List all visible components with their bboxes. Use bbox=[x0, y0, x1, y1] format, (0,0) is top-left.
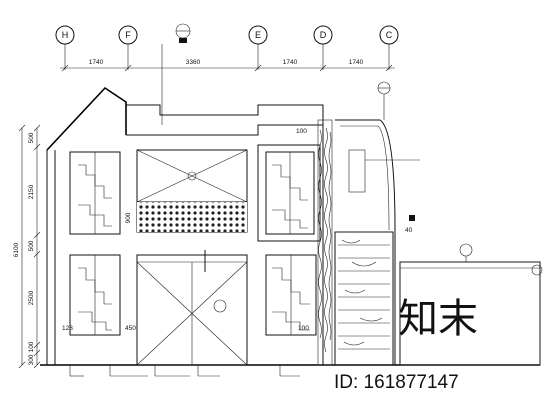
lattice-band bbox=[136, 201, 248, 233]
dim-inner-1: 900 bbox=[125, 212, 132, 223]
axis-label-f: F bbox=[125, 30, 131, 40]
axis-label-h: H bbox=[62, 30, 69, 40]
window-lower-left bbox=[69, 254, 121, 336]
dim-top-3: 1740 bbox=[283, 59, 298, 66]
dim-left-6: 300 bbox=[28, 354, 35, 365]
watermark-id-text: ID: 161877147 bbox=[334, 372, 459, 393]
dim-top-1: 1740 bbox=[89, 59, 104, 66]
dim-inner-5: 100 bbox=[298, 325, 309, 332]
dim-left-5: 100 bbox=[28, 341, 35, 352]
axis-label-d: D bbox=[320, 30, 327, 40]
window-upper-right bbox=[257, 144, 321, 242]
section-marker-right bbox=[377, 81, 391, 120]
watermark: 知末 ID: 161877147 bbox=[334, 297, 478, 393]
dim-left-4: 2500 bbox=[28, 290, 35, 305]
left-dimension-line: 500 2150 500 2500 100 300 6100 bbox=[13, 124, 41, 369]
axis-bubble-d bbox=[313, 25, 333, 45]
right-curved-wall bbox=[335, 119, 420, 365]
rock-wall bbox=[399, 243, 543, 366]
window-lower-right bbox=[265, 254, 317, 336]
stone-hatch-area bbox=[334, 231, 394, 366]
dim-inner-6: 40 bbox=[405, 227, 413, 234]
top-dimension-line: 1740 3360 1740 1740 bbox=[60, 59, 395, 72]
bottom-leaders bbox=[69, 365, 300, 377]
dim-inner-2: 100 bbox=[296, 128, 307, 135]
wood-texture-column bbox=[317, 119, 333, 366]
window-upper-left bbox=[69, 151, 121, 235]
axis-bubble-e bbox=[248, 25, 268, 45]
dim-left-total: 6100 bbox=[13, 242, 20, 257]
axis-bubble-h bbox=[55, 25, 75, 45]
watermark-logo-text: 知末 bbox=[398, 297, 478, 341]
dim-top-4: 1740 bbox=[349, 59, 364, 66]
dim-left-2: 2150 bbox=[28, 184, 35, 199]
section-marker-top bbox=[161, 23, 191, 125]
axis-grid: H F E D C bbox=[55, 25, 399, 70]
door-center-lower bbox=[136, 250, 248, 366]
axis-label-e: E bbox=[255, 30, 261, 40]
dim-left-3: 500 bbox=[28, 240, 35, 251]
dim-inner-4: 450 bbox=[125, 325, 136, 332]
axis-bubble-f bbox=[118, 25, 138, 45]
dim-top-2: 3360 bbox=[186, 59, 201, 66]
inner-dimensions: 900 100 128 450 100 40 bbox=[62, 128, 413, 332]
panel-center-upper bbox=[136, 149, 248, 203]
dim-left-1: 500 bbox=[28, 132, 35, 143]
dim-inner-3: 128 bbox=[62, 325, 73, 332]
axis-label-c: C bbox=[386, 30, 393, 40]
axis-bubble-c bbox=[379, 25, 399, 45]
